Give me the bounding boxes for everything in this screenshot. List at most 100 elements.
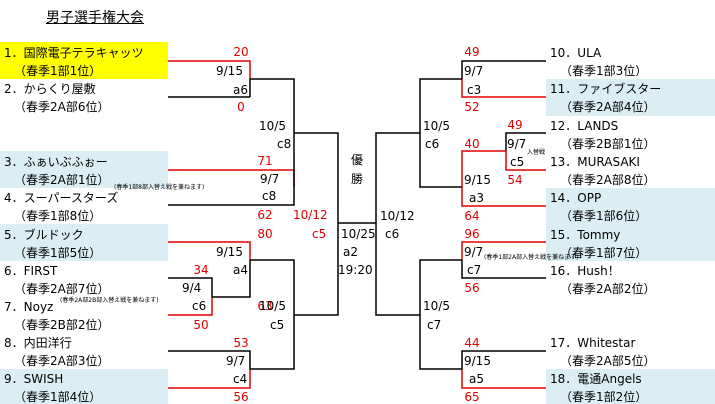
team-12-name: 12．LANDS <box>550 119 619 133</box>
date-l-final: 10/12 <box>293 208 328 222</box>
team-box-1 <box>0 42 168 79</box>
date-m1718: 9/15 <box>464 354 491 368</box>
score-m67-top: 34 <box>193 263 209 277</box>
team-box-11 <box>546 79 715 116</box>
score-m1213-bot: 54 <box>507 173 523 187</box>
score-m14-top: 40 <box>464 137 480 151</box>
date-m1011: 9/7 <box>464 64 484 78</box>
court-m34: c8 <box>262 189 277 203</box>
team-6-name: 6．FIRST <box>4 264 58 278</box>
date-m5: 9/15 <box>216 245 243 259</box>
date-m89: 9/7 <box>226 354 246 368</box>
line-team8 <box>168 350 251 369</box>
team-box-18 <box>546 369 715 404</box>
note-m34: (春季1部8部入替え戦を兼ねます) <box>114 184 205 191</box>
line-team17 <box>461 350 546 369</box>
court-m67: c6 <box>192 299 207 313</box>
note-m1213: 入替戦 <box>527 149 546 156</box>
team-17-rank: （春季2A部5位） <box>560 354 656 368</box>
team-8-rank: （春季2A部3位） <box>14 354 110 368</box>
line-team18 <box>461 369 546 389</box>
score-m12-top: 20 <box>233 45 249 59</box>
note-m67: (春季2A部2B部入替え戦を兼ねます) <box>60 297 159 304</box>
line-sf2-out <box>294 223 339 316</box>
team-16-name: 16．Hush！ <box>550 264 620 278</box>
date-m14: 9/15 <box>464 173 491 187</box>
grand-date: 10/25 <box>341 227 376 241</box>
line-team15 <box>461 241 546 260</box>
score-m1516-top: 96 <box>464 227 480 241</box>
team-5-rank: （春季1部5位） <box>14 246 102 260</box>
team-box-9 <box>0 369 168 404</box>
champion-label-1: 優 <box>351 153 364 167</box>
team-18-name: 18．電通Angels <box>550 372 642 386</box>
court-m5: a4 <box>233 263 248 277</box>
score-m12-bot: 0 <box>237 100 245 114</box>
score-m34-top: 71 <box>257 154 273 168</box>
date-m67: 9/4 <box>182 281 202 295</box>
court-l-sf2: c5 <box>270 318 285 332</box>
line-rsf2-out <box>375 223 420 316</box>
team-10-rank: （春季1部3位） <box>560 64 648 78</box>
line-sf2-bot <box>250 315 295 370</box>
date-r-final: 10/12 <box>380 209 415 223</box>
team-13-name: 13．MURASAKI <box>550 155 640 169</box>
line-team7 <box>168 297 213 316</box>
date-m12: 9/15 <box>216 64 243 78</box>
team-14-name: 14．OPP <box>550 191 602 205</box>
court-l-final: c5 <box>312 227 327 241</box>
team-7-name: 7．Noyz <box>4 300 54 314</box>
score-m1213-top: 49 <box>507 118 523 132</box>
court-m12: a6 <box>233 83 248 97</box>
court-m1011: c3 <box>467 83 482 97</box>
score-m1718-top: 44 <box>464 336 480 350</box>
team-12-rank: （春季2B部1位） <box>560 137 656 151</box>
line-m1213-out <box>461 150 506 187</box>
team-4-name: 4．スーパースターズ <box>4 191 119 205</box>
team-8-name: 8．内田洋行 <box>4 336 72 350</box>
team-5-name: 5．ブルドック <box>4 228 84 242</box>
team-3-name: 3．ふぁいぶふぉー <box>4 155 108 169</box>
team-box-15 <box>546 224 715 261</box>
score-m5-top: 80 <box>257 227 273 241</box>
team-3-rank: （春季2A部1位） <box>14 173 110 187</box>
date-m34: 9/7 <box>260 172 280 186</box>
line-rsf1-bot <box>419 133 462 188</box>
team-box-14 <box>546 188 715 225</box>
team-15-name: 15．Tommy <box>550 228 621 242</box>
court-m1213: c5 <box>510 155 525 169</box>
team-box-3 <box>0 151 168 188</box>
team-2-rank: （春季2A部6位） <box>14 100 110 114</box>
line-team6 <box>168 277 213 297</box>
score-m1516-bot: 56 <box>464 281 480 295</box>
team-9-name: 9．SWISH <box>4 372 64 386</box>
line-team10 <box>461 60 546 79</box>
team-4-rank: （春季1部8位） <box>14 209 102 223</box>
line-team11 <box>461 79 546 98</box>
score-m1718-bot: 65 <box>464 390 480 404</box>
date-l-sf2: 10/5 <box>259 299 286 313</box>
court-r-final: c6 <box>385 227 400 241</box>
score-m1011-top: 49 <box>464 45 480 59</box>
grand-court: a2 <box>343 245 358 259</box>
champion-label-2: 勝 <box>351 172 364 186</box>
team-10-name: 10．ULA <box>550 46 602 60</box>
team-7-rank: （春季2B部2位） <box>14 318 110 332</box>
date-m1516: 9/7 <box>464 245 484 259</box>
team-13-rank: （春季2A部8位） <box>560 173 656 187</box>
score-m34-bot: 62 <box>257 208 273 222</box>
line-rsf2-bot <box>419 315 462 370</box>
line-rsf2-top <box>419 259 462 315</box>
line-team13 <box>505 151 546 171</box>
line-team9 <box>168 369 251 389</box>
score-m14-bot: 64 <box>464 209 480 223</box>
date-r-sf2: 10/5 <box>423 299 450 313</box>
team-18-rank: （春季1部2位） <box>560 390 648 404</box>
line-team4 <box>168 187 295 206</box>
line-m67-out <box>212 260 251 298</box>
court-m89: c4 <box>233 372 248 386</box>
team-1-rank: （春季1部1位） <box>14 64 102 78</box>
date-l-sf1: 10/5 <box>259 119 286 133</box>
court-m1718: a5 <box>469 372 484 386</box>
